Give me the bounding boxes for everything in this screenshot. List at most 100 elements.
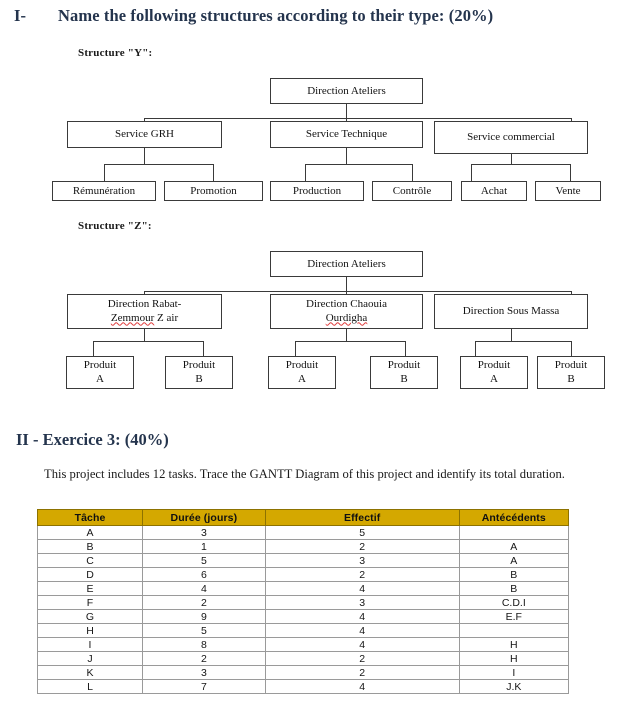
org-z-produit-1-line1: Produit xyxy=(83,358,117,371)
org-z-produit-3-line2: A xyxy=(298,372,306,385)
org-z-produit-6-line1: Produit xyxy=(554,358,588,371)
cell-duree: 2 xyxy=(141,651,266,666)
org-z-produit-5-line1: Produit xyxy=(477,358,511,371)
table-header-antecedents: Antécédents xyxy=(458,509,570,526)
org-z-produit-1-line2: A xyxy=(96,372,104,385)
structure-z-label: Structure "Z": xyxy=(78,220,152,232)
org-z-node-root: Direction Ateliers xyxy=(270,251,423,277)
cell-antecedents xyxy=(458,525,570,540)
org-y-connector-comm-bus xyxy=(471,164,570,165)
tasks-table-wrapper: Tâche Durée (jours) Effectif Antécédents… xyxy=(37,509,570,694)
org-y-node-production: Production xyxy=(270,181,364,201)
cell-effectif: 3 xyxy=(264,553,460,568)
cell-antecedents: J.K xyxy=(458,679,570,694)
org-z-produit-5-line2: A xyxy=(490,372,498,385)
org-y-node-vente: Vente xyxy=(535,181,601,201)
org-y-node-service-grh: Service GRH xyxy=(67,121,222,148)
org-z-produit-6-line2: B xyxy=(567,372,575,385)
cell-effectif: 2 xyxy=(264,567,460,582)
org-y-connector-tech-drop-2 xyxy=(412,164,413,181)
org-y-node-service-commercial: Service commercial xyxy=(434,121,588,154)
cell-duree: 9 xyxy=(141,609,266,624)
org-z-connector-rabat-stem xyxy=(144,329,145,341)
cell-antecedents: A xyxy=(458,539,570,554)
section-2-paragraph: This project includes 12 tasks. Trace th… xyxy=(44,467,565,481)
section-2-heading: II - Exercice 3: (40%) xyxy=(16,430,169,449)
cell-duree: 3 xyxy=(141,665,266,680)
cell-antecedents: C.D.I xyxy=(458,595,570,610)
org-y-node-promotion: Promotion xyxy=(164,181,263,201)
cell-duree: 6 xyxy=(141,567,266,582)
cell-duree: 4 xyxy=(141,581,266,596)
org-y-node-root: Direction Ateliers xyxy=(270,78,423,104)
org-z-connector-massa-drop-1 xyxy=(475,341,476,356)
cell-effectif: 2 xyxy=(264,539,460,554)
cell-effectif: 4 xyxy=(264,609,460,624)
cell-effectif: 2 xyxy=(264,651,460,666)
org-z-node-direction-rabat-zemmour: Direction Rabat- Zemmour Z air xyxy=(67,294,222,329)
section-1-heading: I- Name the following structures accordin… xyxy=(14,6,604,26)
org-z-produit-4-line1: Produit xyxy=(387,358,421,371)
cell-duree: 8 xyxy=(141,637,266,652)
cell-effectif: 4 xyxy=(264,581,460,596)
cell-effectif: 4 xyxy=(264,637,460,652)
cell-antecedents xyxy=(458,623,570,638)
cell-antecedents: I xyxy=(458,665,570,680)
org-z-produit-3-line1: Produit xyxy=(285,358,319,371)
org-z-connector-chaouia-bus xyxy=(295,341,405,342)
cell-tache: J xyxy=(37,651,143,666)
cell-tache: H xyxy=(37,623,143,638)
section-1-title: Name the following structures according … xyxy=(58,6,494,25)
org-z-produit-4-line2: B xyxy=(400,372,408,385)
cell-antecedents: H xyxy=(458,651,570,666)
org-z-node-rabat-line2-rest: Z air xyxy=(154,311,179,324)
section-1-number: I- xyxy=(14,6,27,25)
org-y-connector-root-stem xyxy=(346,104,347,118)
cell-duree: 1 xyxy=(141,539,266,554)
cell-effectif: 2 xyxy=(264,665,460,680)
cell-duree: 2 xyxy=(141,595,266,610)
org-z-connector-rabat-drop-2 xyxy=(203,341,204,356)
org-z-connector-root-stem xyxy=(346,277,347,291)
org-z-connector-chaouia-drop-1 xyxy=(295,341,296,356)
cell-tache: K xyxy=(37,665,143,680)
org-z-node-direction-chaouia-ourdigha: Direction Chaouia Ourdigha xyxy=(270,294,423,329)
cell-effectif: 3 xyxy=(264,595,460,610)
org-z-node-chaouia-line1: Direction Chaouia xyxy=(306,297,387,310)
table-header-effectif: Effectif xyxy=(264,509,460,526)
cell-duree: 3 xyxy=(141,525,266,540)
org-y-connector-level2-bus xyxy=(144,118,572,119)
cell-duree: 5 xyxy=(141,623,266,638)
org-z-connector-massa-bus xyxy=(475,341,571,342)
org-z-connector-massa-stem xyxy=(511,329,512,341)
org-y-connector-grh-drop-1 xyxy=(104,164,105,181)
org-y-node-controle: Contrôle xyxy=(372,181,452,201)
org-z-node-rabat-line1: Direction Rabat- xyxy=(107,297,182,310)
structure-y-label: Structure "Y": xyxy=(78,47,153,59)
org-z-produit-2-line2: B xyxy=(195,372,203,385)
org-y-connector-comm-drop-2 xyxy=(570,164,571,181)
org-z-node-direction-sous-massa: Direction Sous Massa xyxy=(434,294,588,329)
cell-duree: 5 xyxy=(141,553,266,568)
org-y-node-service-technique: Service Technique xyxy=(270,121,423,148)
cell-antecedents: B xyxy=(458,567,570,582)
org-z-connector-chaouia-drop-2 xyxy=(405,341,406,356)
org-z-connector-rabat-bus xyxy=(93,341,203,342)
cell-tache: F xyxy=(37,595,143,610)
org-y-connector-grh-stem xyxy=(144,148,145,164)
org-z-node-chaouia-line2-misspelled: Ourdigha xyxy=(325,311,368,324)
